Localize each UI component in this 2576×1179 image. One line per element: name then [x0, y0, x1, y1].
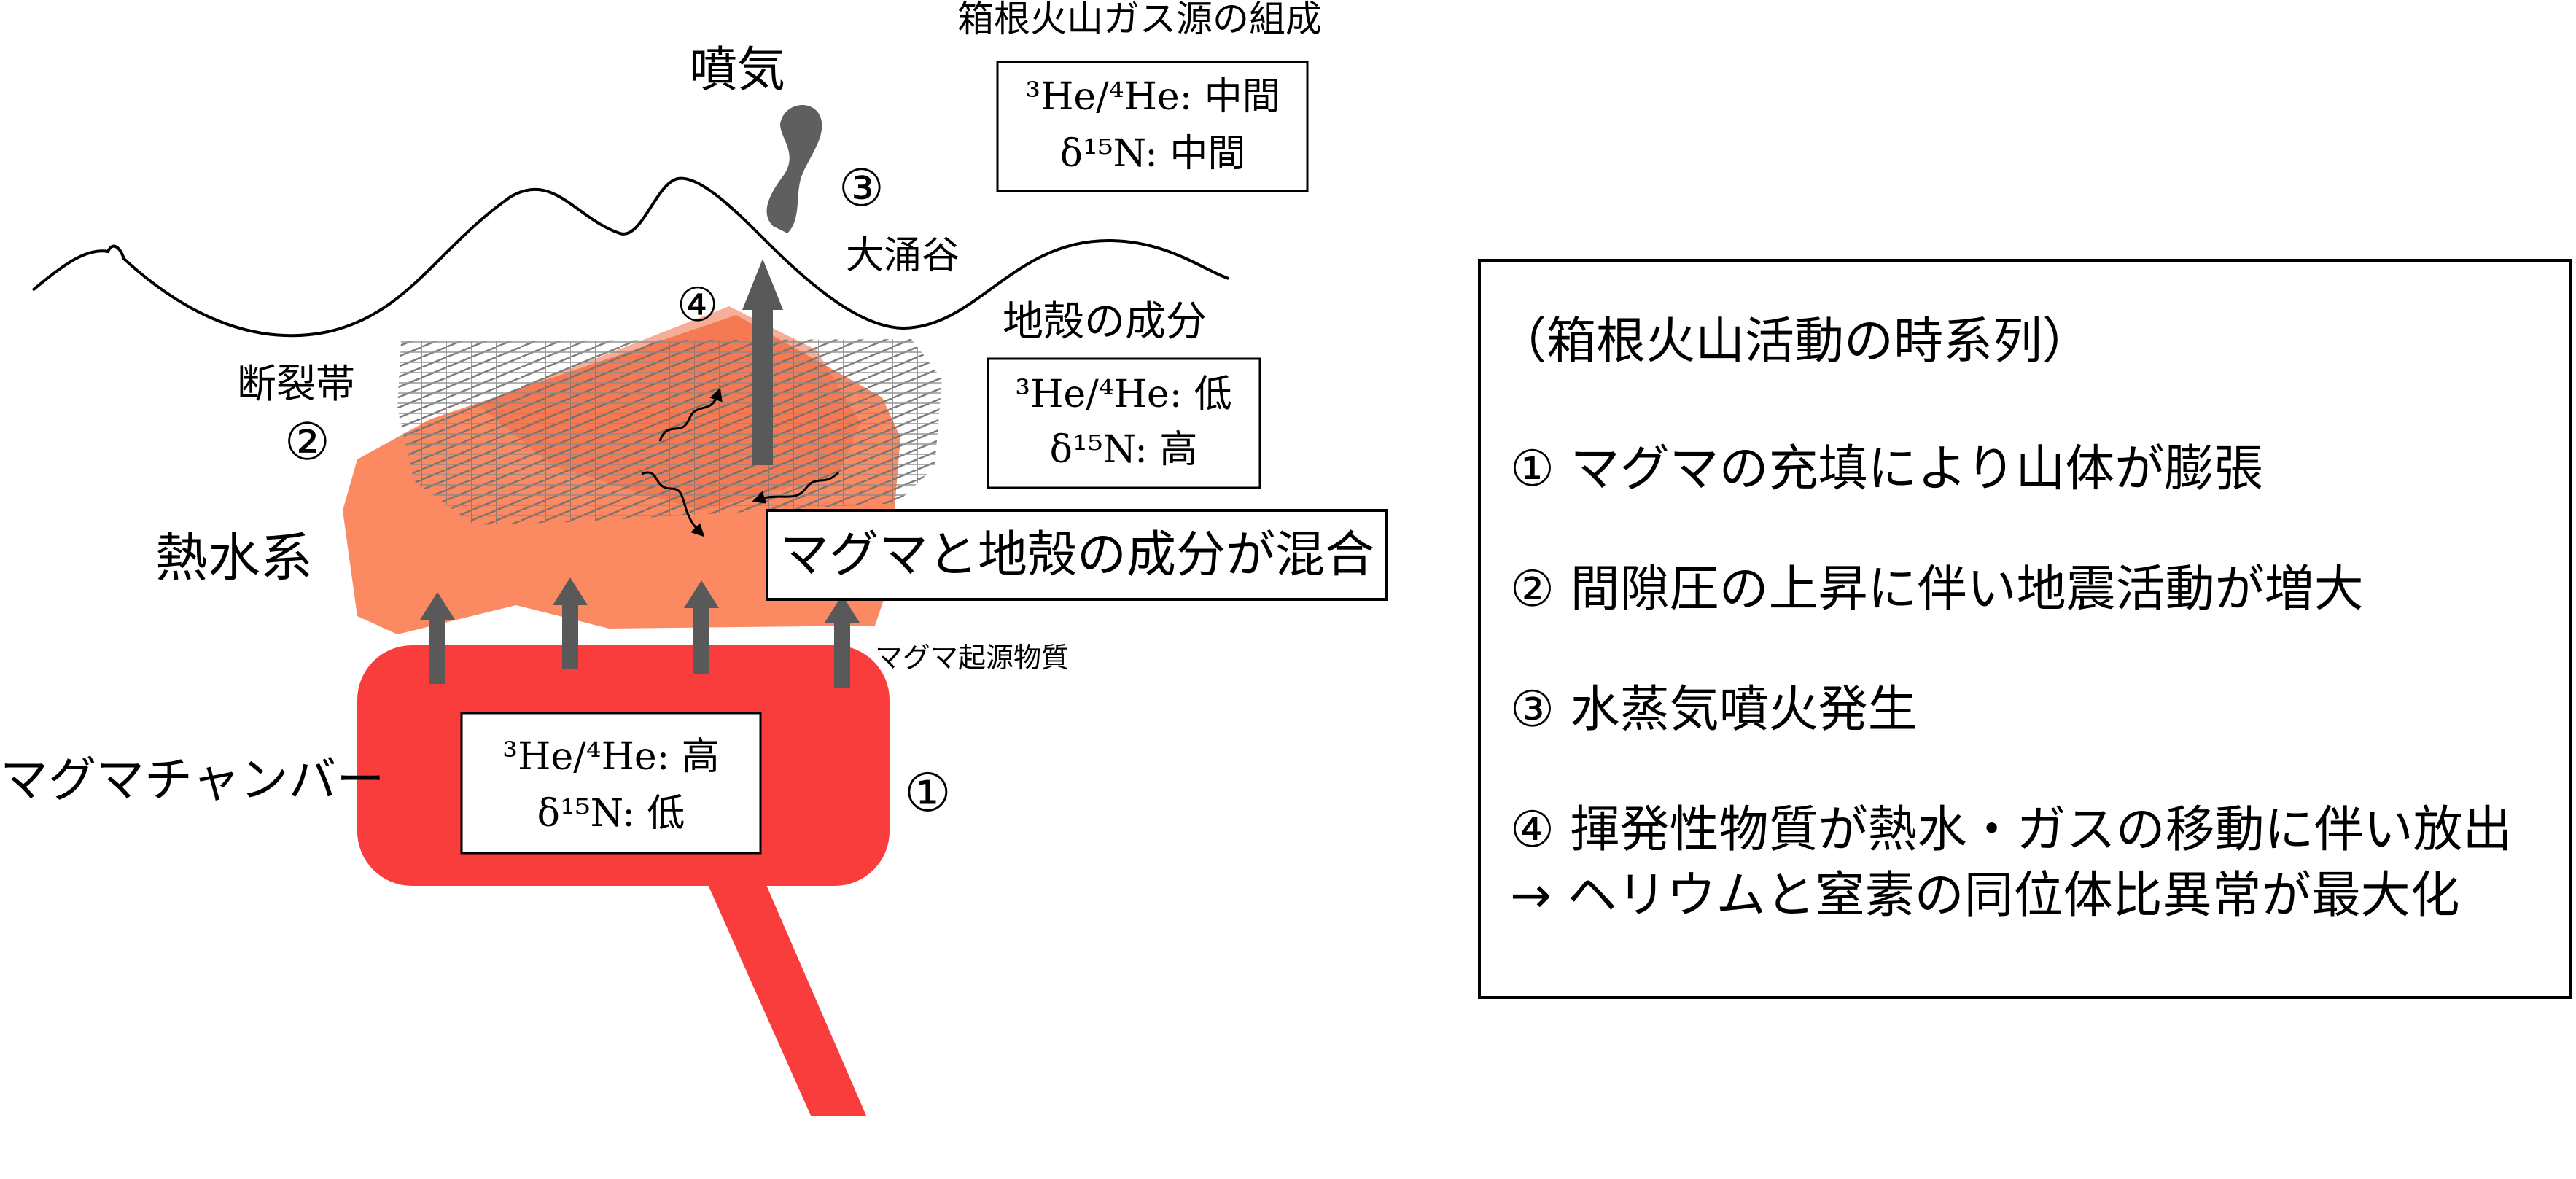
marker-2: ②	[284, 412, 330, 472]
fumarole-label: 噴気	[689, 42, 785, 98]
wavy-arrow	[658, 387, 723, 442]
wavy-arrow	[752, 471, 840, 504]
crust-title: 地殻の成分	[1003, 298, 1207, 346]
crust-box: ³He/⁴He: 低 δ¹⁵N: 高	[987, 357, 1261, 489]
fumarole-plume	[766, 104, 822, 233]
gas-release-arrow	[742, 259, 783, 465]
wavy-arrow	[641, 471, 705, 537]
gas-source-box: ³He/⁴He: 中間 δ¹⁵N: 中間	[996, 61, 1309, 192]
owakudani-label: 大涌谷	[846, 234, 960, 278]
marker-3: ③	[838, 158, 884, 218]
magma-n: δ¹⁵N: 低	[537, 792, 685, 836]
crust-n: δ¹⁵N: 高	[1050, 428, 1198, 472]
timeline-item: → ヘリウムと窒素の同位体比異常が最大化	[1510, 867, 2460, 925]
timeline-box: （箱根火山活動の時系列） ① マグマの充填により山体が膨張 ② 間隙圧の上昇に伴…	[1478, 259, 2572, 999]
magma-box: ³He/⁴He: 高 δ¹⁵N: 低	[460, 712, 762, 855]
hydrothermal-label: 熱水系	[155, 527, 313, 588]
upflow-arrow	[420, 592, 455, 684]
timeline-item: ② 間隙圧の上昇に伴い地震活動が増大	[1510, 561, 2364, 618]
timeline-item: ③ 水蒸気噴火発生	[1510, 681, 1918, 739]
fault-zone-label: 断裂帯	[237, 361, 355, 407]
timeline-item: ① マグマの充填により山体が膨張	[1510, 440, 2264, 498]
upflow-arrow	[825, 595, 860, 688]
mixing-flow-arrows	[641, 387, 840, 537]
magma-chamber-label: マグマチャンバー	[0, 752, 384, 808]
magma-conduit	[704, 875, 866, 1116]
gas-source-he: ³He/⁴He: 中間	[1025, 75, 1280, 119]
upflow-arrow	[553, 577, 588, 669]
magma-he: ³He/⁴He: 高	[502, 735, 720, 779]
timeline-item: ④ 揮発性物質が熱水・ガスの移動に伴い放出	[1510, 801, 2513, 859]
mixing-box: マグマと地殻の成分が混合	[766, 509, 1388, 601]
fault-zone-hatching	[397, 339, 942, 525]
timeline-title: （箱根火山活動の時系列）	[1497, 313, 2093, 370]
magmatic-material-arrows	[420, 577, 860, 688]
gas-source-n: δ¹⁵N: 中間	[1060, 132, 1246, 176]
magmatic-material-label: マグマ起源物質	[875, 642, 1069, 674]
upflow-arrow	[684, 580, 719, 674]
mixing-label: マグマと地殻の成分が混合	[779, 526, 1374, 584]
marker-1: ①	[904, 762, 952, 823]
crust-he: ³He/⁴He: 低	[1015, 373, 1232, 416]
marker-4: ④	[677, 279, 718, 332]
gas-source-title: 箱根火山ガス源の組成	[957, 0, 1322, 40]
topography-line	[31, 176, 1229, 338]
